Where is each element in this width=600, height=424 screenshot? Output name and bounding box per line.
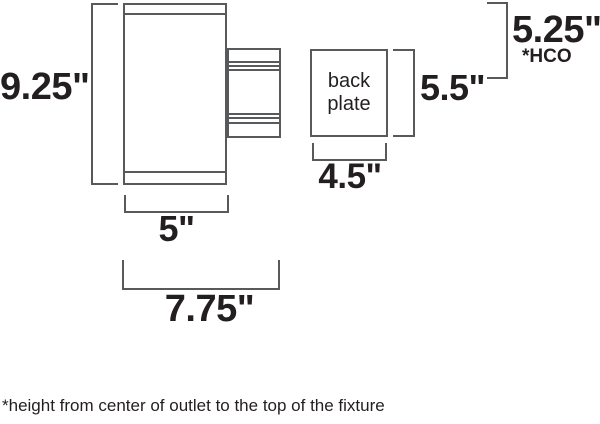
back-plate-label-line1: back bbox=[327, 70, 371, 92]
backplate-width-label: 4.5" bbox=[318, 157, 382, 196]
arm-rib-line bbox=[229, 61, 279, 63]
footnote: *height from center of outlet to the top… bbox=[2, 396, 385, 415]
backplate-width-bracket bbox=[312, 143, 387, 161]
arm-rib-line bbox=[229, 117, 279, 119]
hco-height-label: 5.25" bbox=[512, 9, 600, 51]
overall-depth-bracket bbox=[122, 260, 280, 290]
arm-rib-line bbox=[229, 69, 279, 71]
fixture-top-cap-line bbox=[125, 13, 225, 15]
backplate-height-label: 5.5" bbox=[420, 67, 486, 108]
mount-arm-outline bbox=[227, 48, 281, 138]
fixture-height-bracket bbox=[91, 3, 118, 185]
overall-depth-label: 7.75" bbox=[164, 288, 255, 330]
fixture-bottom-cap-line bbox=[125, 171, 225, 173]
hco-height-bracket bbox=[487, 2, 508, 79]
arm-rib-line bbox=[229, 122, 279, 124]
fixture-body-outline bbox=[123, 3, 227, 185]
back-plate-label-line2: plate bbox=[327, 93, 371, 115]
hco-abbr-label: *HCO bbox=[522, 46, 572, 67]
arm-rib-line bbox=[229, 65, 279, 67]
back-plate-outline: back plate bbox=[310, 49, 388, 137]
fixture-height-label: 9.25" bbox=[0, 66, 90, 108]
backplate-height-bracket bbox=[393, 49, 415, 137]
body-width-label: 5" bbox=[158, 208, 195, 249]
body-width-bracket bbox=[124, 195, 229, 213]
arm-rib-line bbox=[229, 113, 279, 115]
